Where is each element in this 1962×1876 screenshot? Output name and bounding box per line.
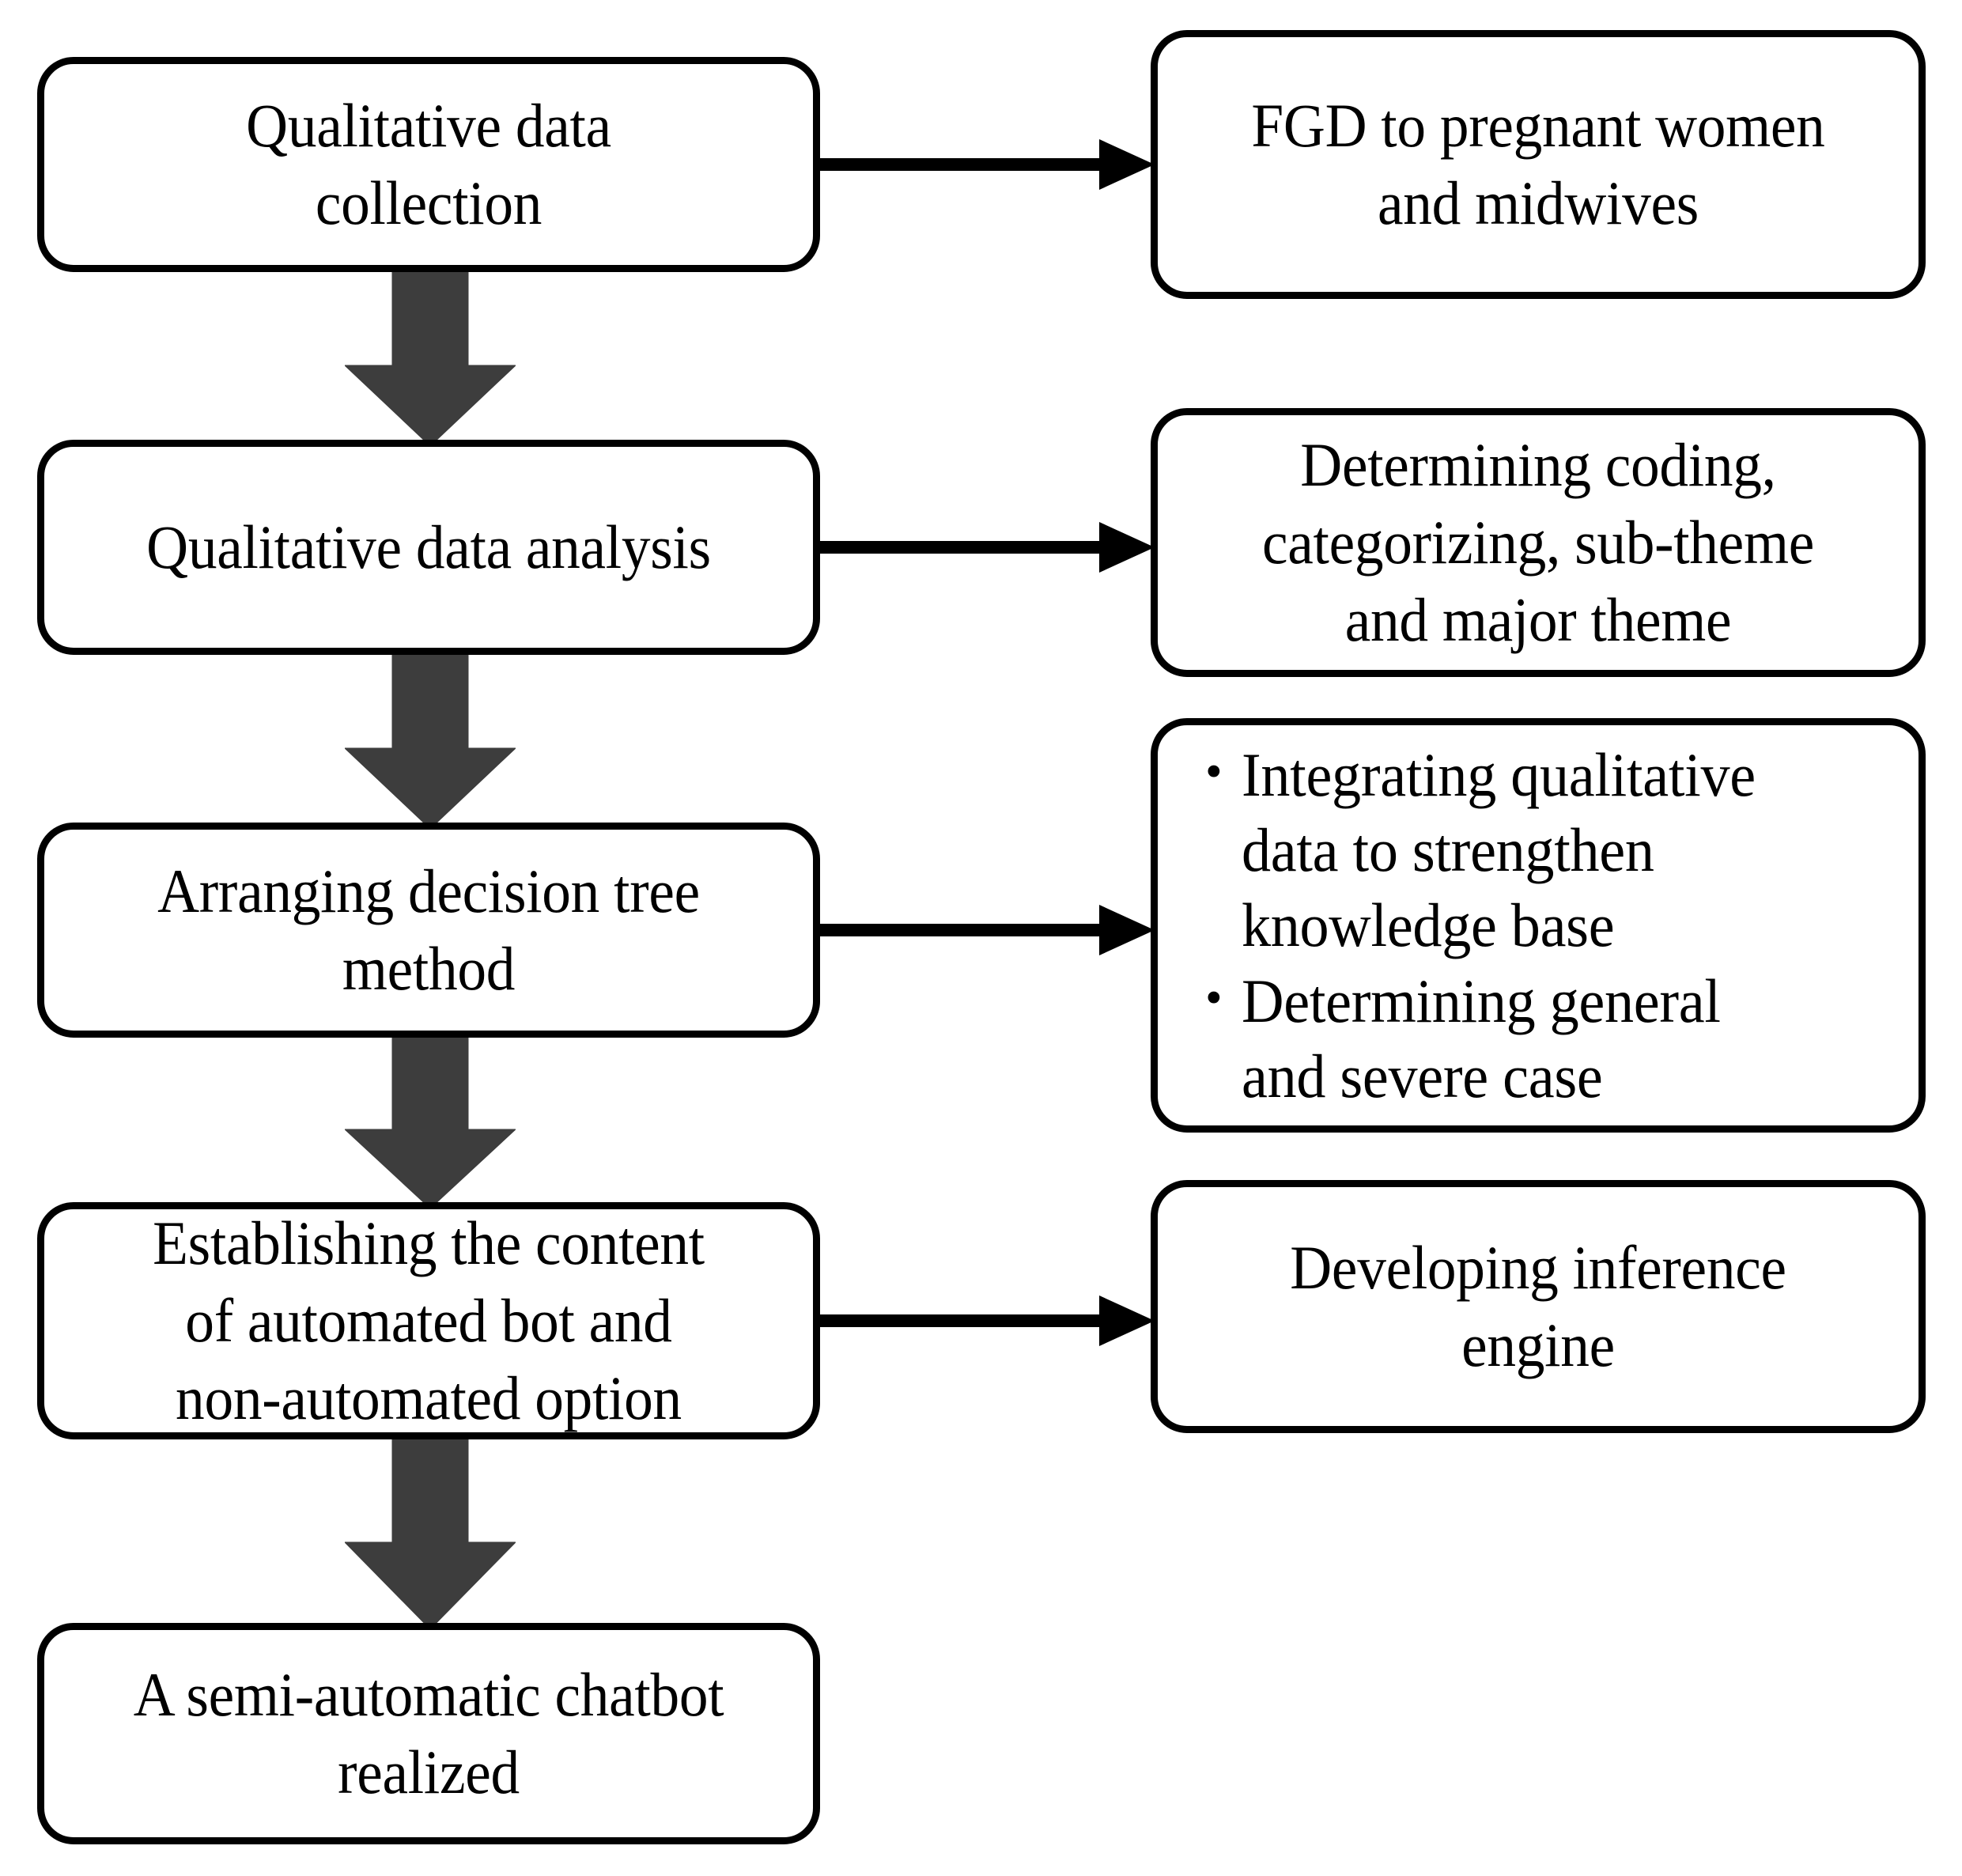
node-semi-automatic-chatbot-realized[interactable]: A semi-automatic chatbot realized bbox=[37, 1623, 820, 1844]
node-label: Qualitative data collection bbox=[246, 90, 611, 237]
node-qualitative-data-collection[interactable]: Qualitative data collection bbox=[37, 57, 820, 272]
node-label: FGD to pregnant women and midwives bbox=[1251, 90, 1825, 237]
node-label: Qualitative data analysis bbox=[146, 512, 711, 581]
list-item-label: Determining general and severe case bbox=[1242, 966, 1721, 1110]
node-label: Developing inference engine bbox=[1290, 1232, 1786, 1379]
line-arrow-analysis-to-coding bbox=[815, 516, 1162, 579]
list-item-label: Integrating qualitative data to strength… bbox=[1242, 740, 1756, 960]
bullet-dot-icon: • bbox=[1205, 970, 1223, 1025]
block-arrow-establish-to-chatbot bbox=[345, 1433, 516, 1629]
node-qualitative-data-analysis[interactable]: Qualitative data analysis bbox=[37, 440, 820, 655]
node-determining-coding-categorizing[interactable]: Determining coding, categorizing, sub-th… bbox=[1151, 408, 1926, 677]
block-arrow-analysis-to-tree bbox=[345, 649, 516, 829]
node-integrating-qualitative-data[interactable]: • Integrating qualitative data to streng… bbox=[1151, 718, 1926, 1133]
node-developing-inference-engine[interactable]: Developing inference engine bbox=[1151, 1180, 1926, 1433]
node-arranging-decision-tree-method[interactable]: Arranging decision tree method bbox=[37, 823, 820, 1038]
node-establishing-content[interactable]: Establishing the content of automated bo… bbox=[37, 1202, 820, 1439]
block-arrow-tree-to-establish bbox=[345, 1031, 516, 1208]
node-fgd-pregnant-women-midwives[interactable]: FGD to pregnant women and midwives bbox=[1151, 30, 1926, 299]
bullet-list: • Integrating qualitative data to streng… bbox=[1178, 737, 1898, 1114]
list-item: • Determining general and severe case bbox=[1205, 963, 1898, 1114]
node-label: Arranging decision tree method bbox=[157, 856, 700, 1003]
line-arrow-establish-to-engine bbox=[815, 1289, 1162, 1352]
list-item: • Integrating qualitative data to streng… bbox=[1205, 737, 1898, 963]
bullet-dot-icon: • bbox=[1205, 745, 1223, 800]
block-arrow-collect-to-analysis bbox=[345, 266, 516, 446]
node-label: Establishing the content of automated bo… bbox=[153, 1208, 705, 1433]
node-label: Determining coding, categorizing, sub-th… bbox=[1262, 429, 1814, 655]
line-arrow-collect-to-fgd bbox=[815, 133, 1162, 196]
node-label: A semi-automatic chatbot realized bbox=[133, 1659, 724, 1806]
line-arrow-tree-to-integrate bbox=[815, 898, 1162, 962]
